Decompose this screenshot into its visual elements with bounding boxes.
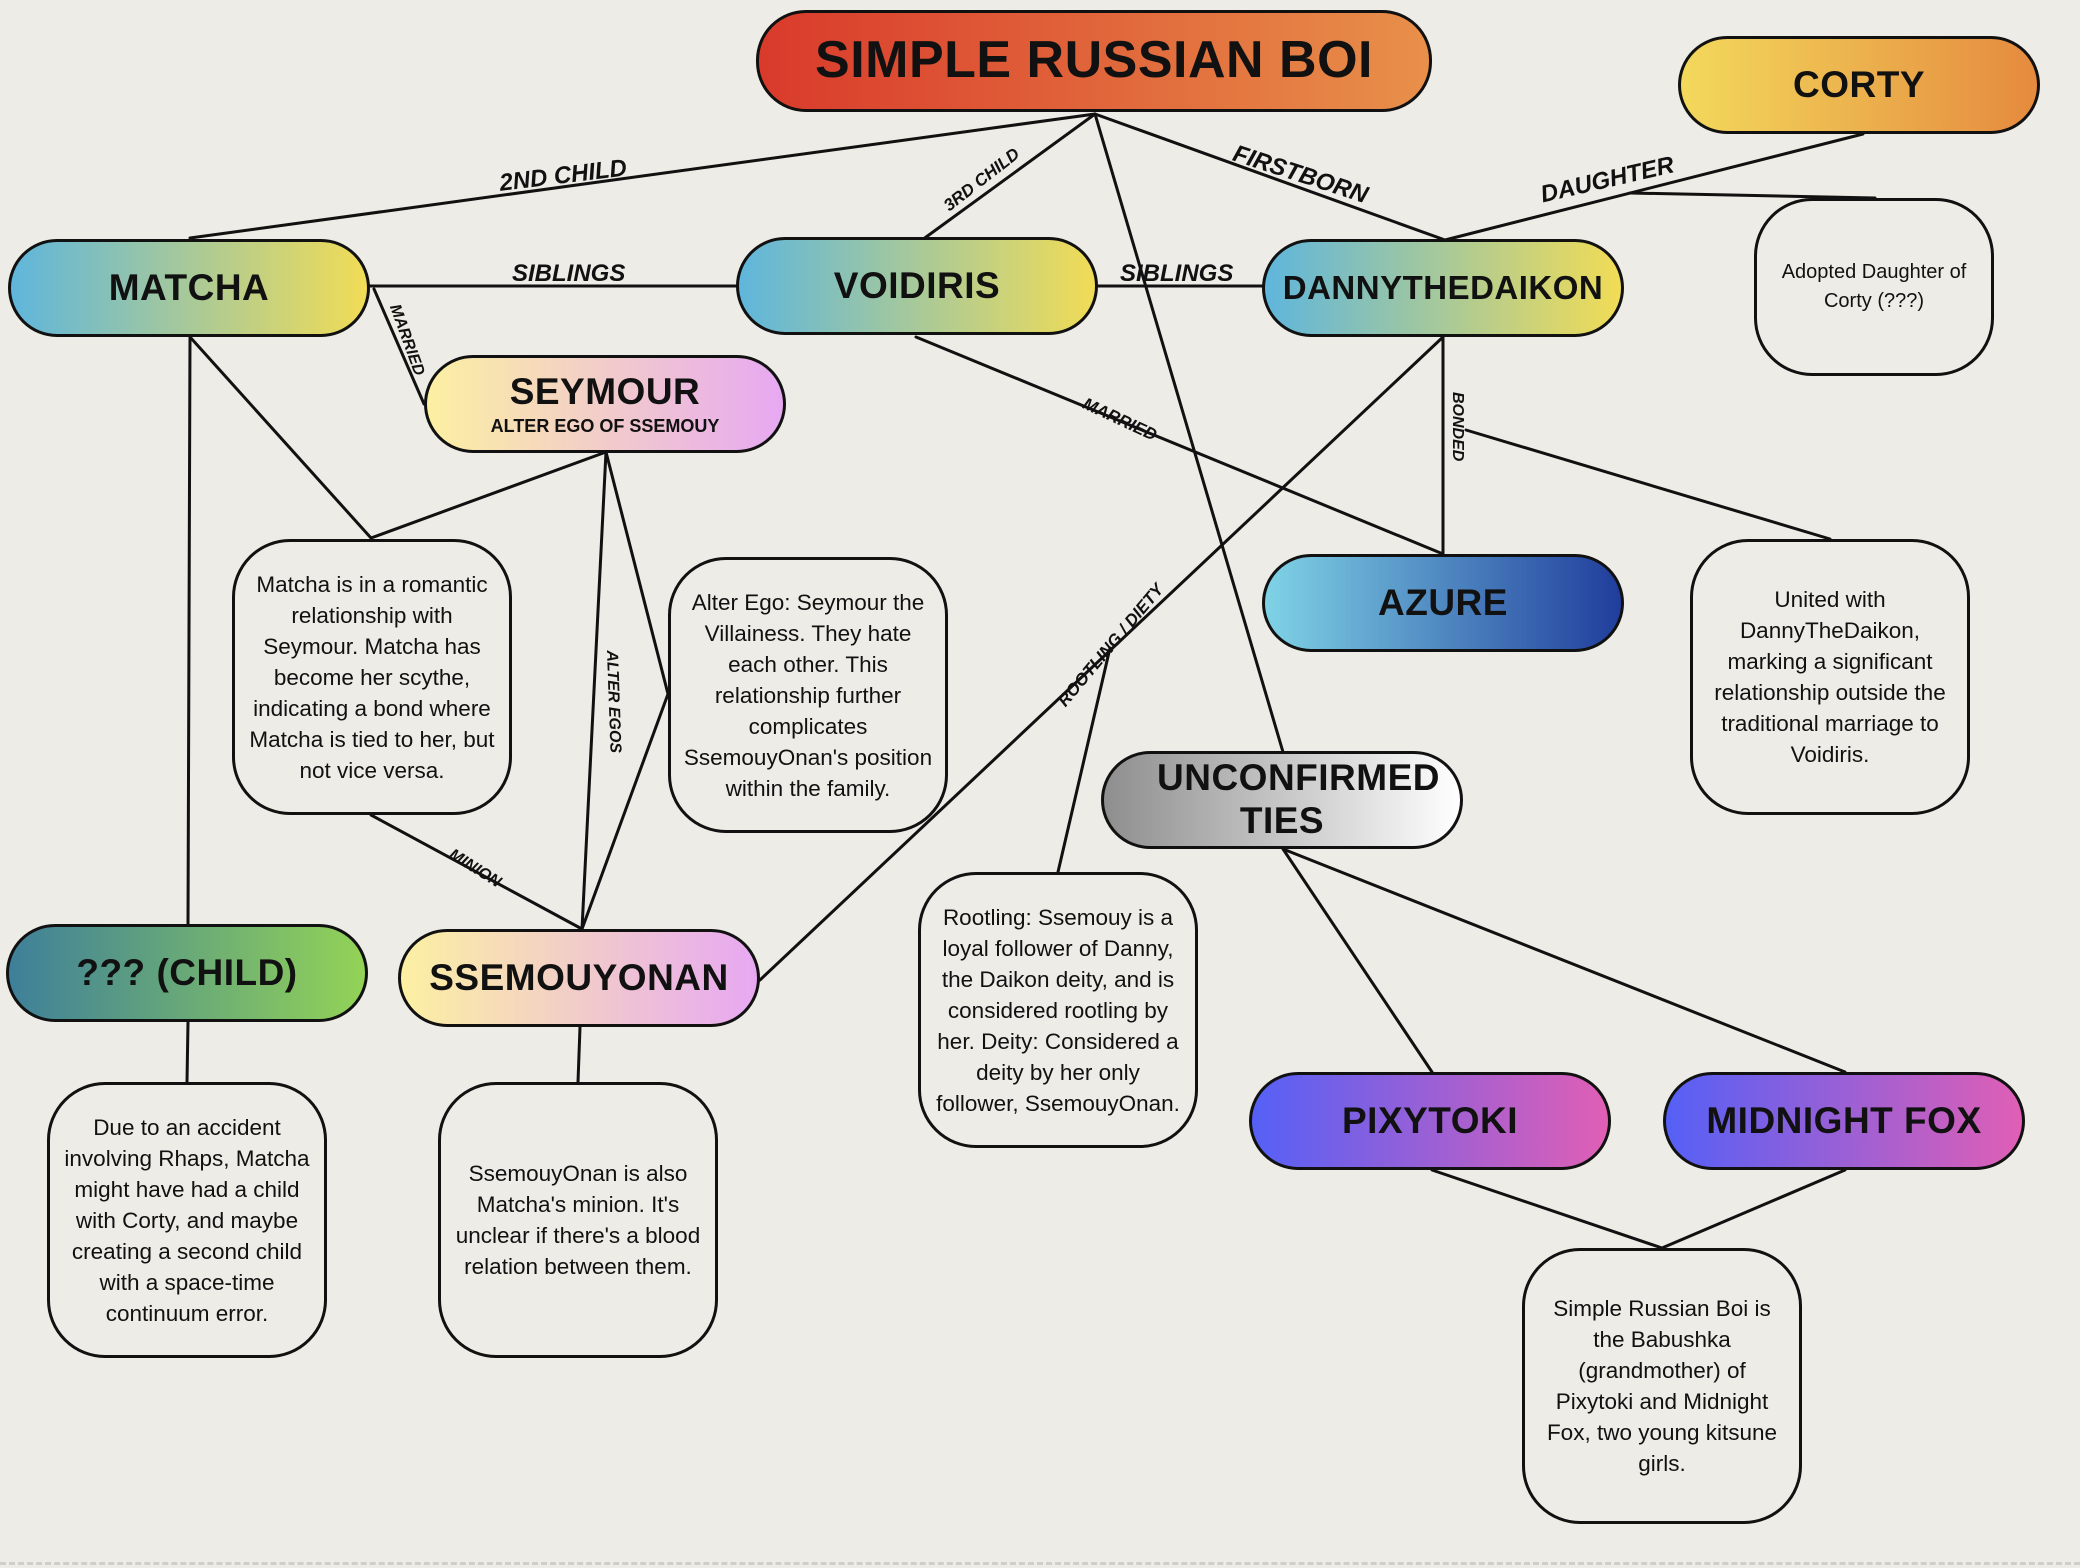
connector-line: [758, 335, 1445, 982]
connector-line: [1660, 1168, 1847, 1250]
connector-line: [1056, 646, 1112, 874]
node-title: ??? (CHILD): [76, 951, 298, 993]
node-title: MATCHA: [108, 266, 270, 308]
connector-line: [1281, 847, 1847, 1074]
note-alter-ego: Alter Ego: Seymour the Villainess. They …: [668, 557, 948, 833]
node-title: PIXYTOKI: [1341, 1099, 1519, 1141]
node-ssemouyonan: SSEMOUYONAN: [398, 929, 760, 1027]
node-midnight-fox: MIDNIGHT FOX: [1663, 1072, 2025, 1170]
connector-line: [188, 335, 373, 540]
node-voidiris: VOIDIRIS: [736, 237, 1098, 335]
connector-line: [580, 692, 670, 931]
connector-line: [372, 287, 426, 406]
note-matcha-romance: Matcha is in a romantic relationship wit…: [232, 539, 512, 815]
node-seymour: SEYMOUR ALTER EGO OF SSEMOUY: [424, 355, 786, 453]
connector-line: [1430, 1168, 1664, 1250]
node-unconfirmed-ties: UNCONFIRMED TIES: [1101, 751, 1463, 849]
connector-line: [920, 112, 1097, 242]
note-united-danny: United with DannyTheDaikon, marking a si…: [1690, 539, 1970, 815]
connector-line: [1443, 132, 1865, 242]
label-alter-egos: ALTER EGOS: [603, 650, 624, 754]
node-matcha: MATCHA: [8, 239, 370, 337]
node-subtitle: ALTER EGO OF SSEMOUY: [490, 415, 720, 436]
node-title: SEYMOUR: [509, 371, 701, 413]
node-title: DANNYTHEDAIKON: [1282, 269, 1604, 307]
connector-line: [604, 450, 670, 696]
label-siblings-left: SIBLINGS: [512, 260, 626, 287]
connector-line: [580, 450, 608, 931]
connector-line: [1093, 112, 1447, 242]
node-title: SSEMOUYONAN: [429, 956, 729, 998]
connector-line: [369, 450, 608, 540]
node-simple-russian-boi: SIMPLE RUSSIAN BOI: [756, 10, 1432, 112]
note-babushka: Simple Russian Boi is the Babushka (gran…: [1522, 1248, 1802, 1524]
note-adopted-daughter: Adopted Daughter of Corty (???): [1754, 198, 1994, 376]
note-child-accident: Due to an accident involving Rhaps, Matc…: [47, 1082, 327, 1358]
node-title: SIMPLE RUSSIAN BOI: [815, 31, 1373, 90]
connector-line: [914, 335, 1445, 556]
node-title: VOIDIRIS: [833, 264, 1001, 306]
node-child: ??? (CHILD): [6, 924, 368, 1022]
node-azure: AZURE: [1262, 554, 1624, 652]
node-title: MIDNIGHT FOX: [1706, 1099, 1982, 1141]
connector-line: [1093, 112, 1285, 754]
label-siblings-right: SIBLINGS: [1120, 260, 1234, 287]
connector-line: [1628, 191, 1877, 200]
connector-line: [1281, 847, 1434, 1074]
label-bonded: BONDED: [1449, 392, 1466, 462]
connector-line: [186, 335, 192, 926]
connector-line: [1464, 428, 1832, 541]
node-title: CORTY: [1793, 63, 1925, 105]
node-title: UNCONFIRMED TIES: [1157, 757, 1440, 841]
connector-line: [185, 1020, 190, 1084]
connector-line: [369, 813, 584, 931]
note-rootling: Rootling: Ssemouy is a loyal follower of…: [918, 872, 1198, 1148]
connector-line: [576, 1025, 582, 1084]
node-corty: CORTY: [1678, 36, 2040, 134]
node-dannythedaikon: DANNYTHEDAIKON: [1262, 239, 1624, 337]
connector-line: [188, 112, 1097, 240]
note-minion: SsemouyOnan is also Matcha's minion. It'…: [438, 1082, 718, 1358]
bottom-dashed-border: [0, 1562, 2080, 1565]
node-pixytoki: PIXYTOKI: [1249, 1072, 1611, 1170]
node-title: AZURE: [1378, 581, 1508, 623]
